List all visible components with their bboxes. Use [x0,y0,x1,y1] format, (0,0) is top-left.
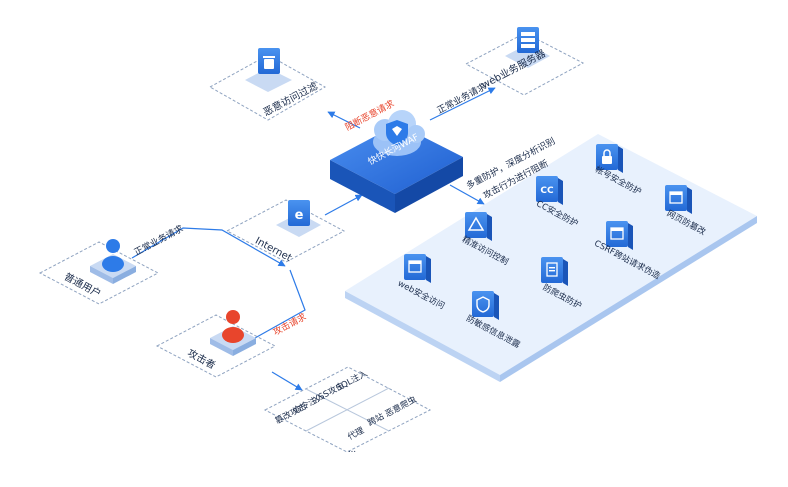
edge-label-user-request: 正常业务请求 [132,222,185,258]
internet-node: e Internet [225,199,346,264]
browser-icon [669,191,683,204]
ie-icon-tile [288,200,310,226]
attack-types-grid: SQL注入 XSS攻击 命令注入 篡改攻击 恶意爬虫 跨站 代理 ... [263,366,432,455]
protection-tile [404,254,426,280]
attack-type-item: 恶意爬虫 [383,394,419,420]
attack-type-item: 跨站 [366,411,387,429]
protection-platform [345,134,757,382]
attacker-node: 攻击者 [155,310,277,378]
browser-icon [408,260,422,273]
warning-icon [467,216,485,231]
attack-type-item: 代理 [346,425,367,443]
connector-waf-filter [327,111,361,129]
trash-icon [263,56,275,69]
user-icon [102,239,124,272]
waf-node: 快快长河WAF [330,110,463,213]
connector-attacker-internet [254,269,306,339]
protection-tile [536,176,558,202]
shield-icon [476,296,490,313]
protection-tile [665,185,687,211]
browser-icon [610,227,624,240]
connector-attacker-attacks [271,371,303,391]
connector-waf-platform [449,184,485,205]
connector-waf-server [429,87,496,121]
svg-text:CC: CC [540,186,554,196]
document-icon [546,262,558,277]
server-icon [521,32,535,48]
protection-tile [465,212,487,238]
connector-internet-waf [324,194,363,216]
edge-label-normal-server: 正常业务请求 [435,80,488,116]
connector-user-internet [131,227,286,267]
cc-icon: CC [540,186,554,196]
edge-label-attack: 攻击请求 [271,311,308,339]
lock-icon [602,149,612,164]
protection-tile [606,221,628,247]
attack-type-item: ... [348,445,356,455]
attacker-icon [222,310,244,343]
malicious-filter-node: 恶意访问过滤 [208,48,327,121]
shield-icon [386,120,408,146]
attacker-label: 攻击者 [185,346,218,372]
internet-explorer-icon: e [295,208,304,223]
connectors [131,87,496,391]
protection-tile [472,291,494,317]
